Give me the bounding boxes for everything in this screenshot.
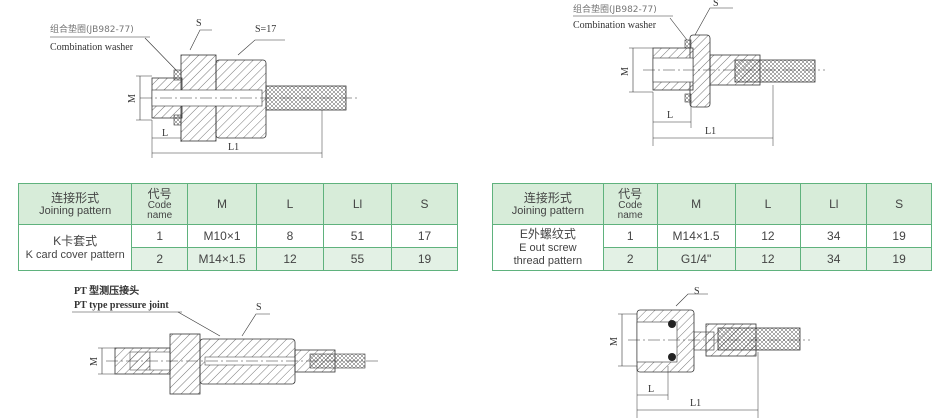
table-header-row: 连接形式 Joining pattern 代号 Code name M L Ll… (492, 183, 932, 225)
l1-label: L1 (705, 126, 716, 137)
pt-title-en: PT type pressure joint (74, 300, 169, 311)
joining-pattern-cell: K卡套式 K card cover pattern (17, 224, 133, 271)
s-label: S (713, 0, 719, 9)
pt-title-cn: PT 型测压接头 (74, 284, 139, 297)
oring-fitting-drawing: S M L L1 (600, 280, 840, 420)
oring-fitting-svg: S M L L1 (609, 286, 810, 418)
s-cell: 19 (866, 247, 932, 271)
code-cell: 2 (602, 247, 658, 271)
header-l1: Ll (322, 183, 392, 225)
l-cell: 12 (734, 224, 802, 248)
k-card-spec-table: 连接形式 Joining pattern 代号 Code name M L Ll… (17, 183, 459, 271)
s-cell: 19 (390, 247, 459, 271)
header-s: S (390, 183, 459, 225)
l1-label: L1 (228, 142, 239, 153)
m-cell: M14×1.5 (186, 247, 258, 271)
o-ring-bottom (668, 353, 676, 361)
pt-joint-drawing: PT 型测压接头 PT type pressure joint S M (70, 284, 390, 420)
s-label: S (256, 302, 262, 313)
header-joining-pattern: 连接形式 Joining pattern (492, 183, 604, 225)
m-cell: M10×1 (186, 224, 258, 248)
l-cell: 12 (256, 247, 324, 271)
pt-joint-svg: PT 型测压接头 PT type pressure joint S M (72, 284, 380, 395)
code-cell: 1 (602, 224, 658, 248)
l1-label: L1 (690, 398, 701, 409)
header-l: L (256, 183, 324, 225)
o-ring-top (668, 320, 676, 328)
s-label: S (196, 18, 202, 29)
s-cell: 17 (390, 224, 459, 248)
washer-label-en: Combination washer (50, 42, 134, 53)
m-label: M (89, 357, 100, 366)
e-screw-drawing: 组合垫圈(JB982-77) Combination washer S M L … (565, 0, 845, 150)
table-header-row: 连接形式 Joining pattern 代号 Code name M L Ll… (17, 183, 459, 225)
washer-label-cn: 组合垫圈(JB982-77) (50, 23, 134, 35)
header-joining-pattern: 连接形式 Joining pattern (17, 183, 133, 225)
m-label: M (127, 94, 138, 103)
k-card-svg: 组合垫圈(JB982-77) Combination washer S S=17… (50, 18, 358, 158)
table-row: 2 M14×1.5 12 55 19 (19, 247, 459, 271)
m-cell: M14×1.5 (656, 224, 736, 248)
l1-cell: 55 (322, 247, 392, 271)
code-cell: 1 (131, 224, 188, 248)
l-label: L (667, 110, 673, 121)
l-label: L (162, 128, 168, 139)
l1-cell: 34 (800, 247, 868, 271)
washer-label-cn: 组合垫圈(JB982-77) (573, 3, 657, 15)
washer-label-en: Combination washer (573, 20, 657, 31)
table-row: 2 G1/4" 12 34 19 (493, 247, 932, 271)
e-screw-svg: 组合垫圈(JB982-77) Combination washer S M L … (573, 0, 825, 146)
l1-cell: 51 (322, 224, 392, 248)
l-cell: 12 (734, 247, 802, 271)
l1-cell: 34 (800, 224, 868, 248)
header-code-name: 代号 Code name (131, 183, 188, 225)
table-row: E外螺纹式 E out screw thread pattern 1 M14×1… (492, 224, 932, 271)
code-cell: 2 (131, 247, 188, 271)
header-m: M (186, 183, 258, 225)
header-s: S (866, 183, 932, 225)
table-row: K卡套式 K card cover pattern 1 M10×1 8 51 1… (17, 224, 459, 271)
k-card-drawing: 组合垫圈(JB982-77) Combination washer S S=17… (40, 10, 370, 160)
joining-pattern-cell: E外螺纹式 E out screw thread pattern (492, 224, 604, 271)
e-screw-spec-table: 连接形式 Joining pattern 代号 Code name M L Ll… (492, 183, 932, 271)
s17-label: S=17 (255, 24, 276, 35)
header-l: L (734, 183, 802, 225)
s-label: S (694, 286, 700, 297)
l-cell: 8 (256, 224, 324, 248)
header-code-name: 代号 Code name (602, 183, 658, 225)
m-cell: G1/4" (656, 247, 736, 271)
s-cell: 19 (866, 224, 932, 248)
header-l1: Ll (800, 183, 868, 225)
m-label: M (620, 67, 631, 76)
header-m: M (656, 183, 736, 225)
m-label: M (609, 337, 620, 346)
l-label: L (648, 384, 654, 395)
